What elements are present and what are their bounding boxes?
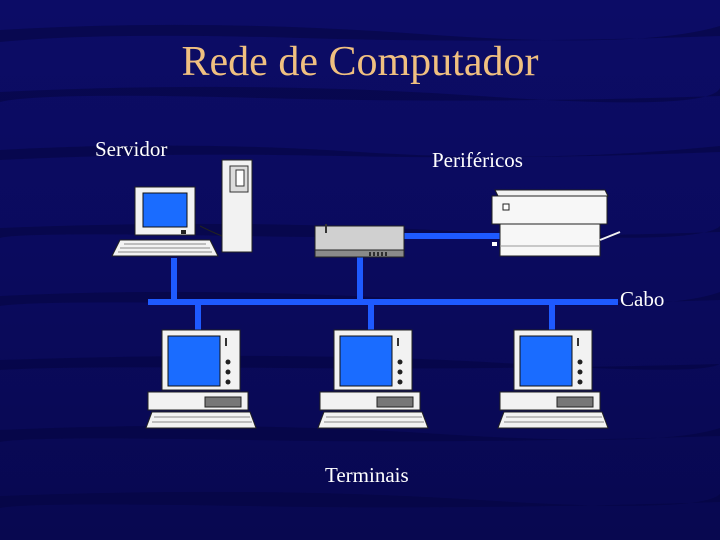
printer-tray bbox=[600, 232, 620, 240]
server-cable-link bbox=[200, 226, 222, 236]
label-server: Servidor bbox=[95, 137, 167, 162]
terminal-3-knob-2 bbox=[578, 370, 583, 375]
server-monitor-screen bbox=[143, 193, 187, 227]
terminal-2-screen bbox=[340, 336, 392, 386]
cable-drop-server bbox=[171, 258, 177, 302]
terminal-3-keyboard bbox=[498, 412, 608, 428]
terminal-3-knob-1 bbox=[578, 360, 583, 365]
hub-antenna bbox=[325, 224, 327, 233]
terminal-2-knob-2 bbox=[398, 370, 403, 375]
label-peripherals: Periféricos bbox=[432, 148, 523, 173]
terminal-2-knob-3 bbox=[398, 380, 403, 385]
terminal-2-drive bbox=[377, 397, 413, 407]
cable-drop-terminal-3 bbox=[549, 302, 555, 332]
hub-front bbox=[315, 250, 404, 257]
terminal-2-keyboard bbox=[318, 412, 428, 428]
server-power-led bbox=[181, 230, 186, 234]
printer-button bbox=[503, 204, 509, 210]
terminal-3-knob-3 bbox=[578, 380, 583, 385]
cable-drop-hub bbox=[357, 257, 363, 302]
terminal-1-keyboard bbox=[146, 412, 256, 428]
label-terminals: Terminais bbox=[325, 463, 409, 488]
terminal-2 bbox=[318, 330, 428, 428]
terminal-1-screen bbox=[168, 336, 220, 386]
terminal-1-drive bbox=[205, 397, 241, 407]
terminal-1-knob-2 bbox=[226, 370, 231, 375]
backbone-cable bbox=[148, 299, 618, 305]
cable-drop-terminal-2 bbox=[368, 302, 374, 332]
server-drive-slot bbox=[236, 170, 244, 186]
printer-connector bbox=[492, 242, 497, 246]
terminal-1 bbox=[146, 330, 256, 428]
terminal-3-screen bbox=[520, 336, 572, 386]
server-computer bbox=[112, 160, 252, 256]
terminal-1-knob-1 bbox=[226, 360, 231, 365]
cable-drop-terminal-1 bbox=[195, 302, 201, 332]
terminal-3 bbox=[498, 330, 608, 428]
terminal-3-drive bbox=[557, 397, 593, 407]
hub-body bbox=[315, 226, 404, 250]
terminal-1-knob-3 bbox=[226, 380, 231, 385]
printer-base bbox=[500, 224, 600, 256]
printer bbox=[492, 190, 620, 256]
terminal-2-knob-1 bbox=[398, 360, 403, 365]
network-hub bbox=[315, 224, 404, 257]
printer-top bbox=[495, 190, 608, 196]
cable-hub-printer bbox=[404, 233, 500, 239]
label-cable: Cabo bbox=[620, 287, 664, 312]
